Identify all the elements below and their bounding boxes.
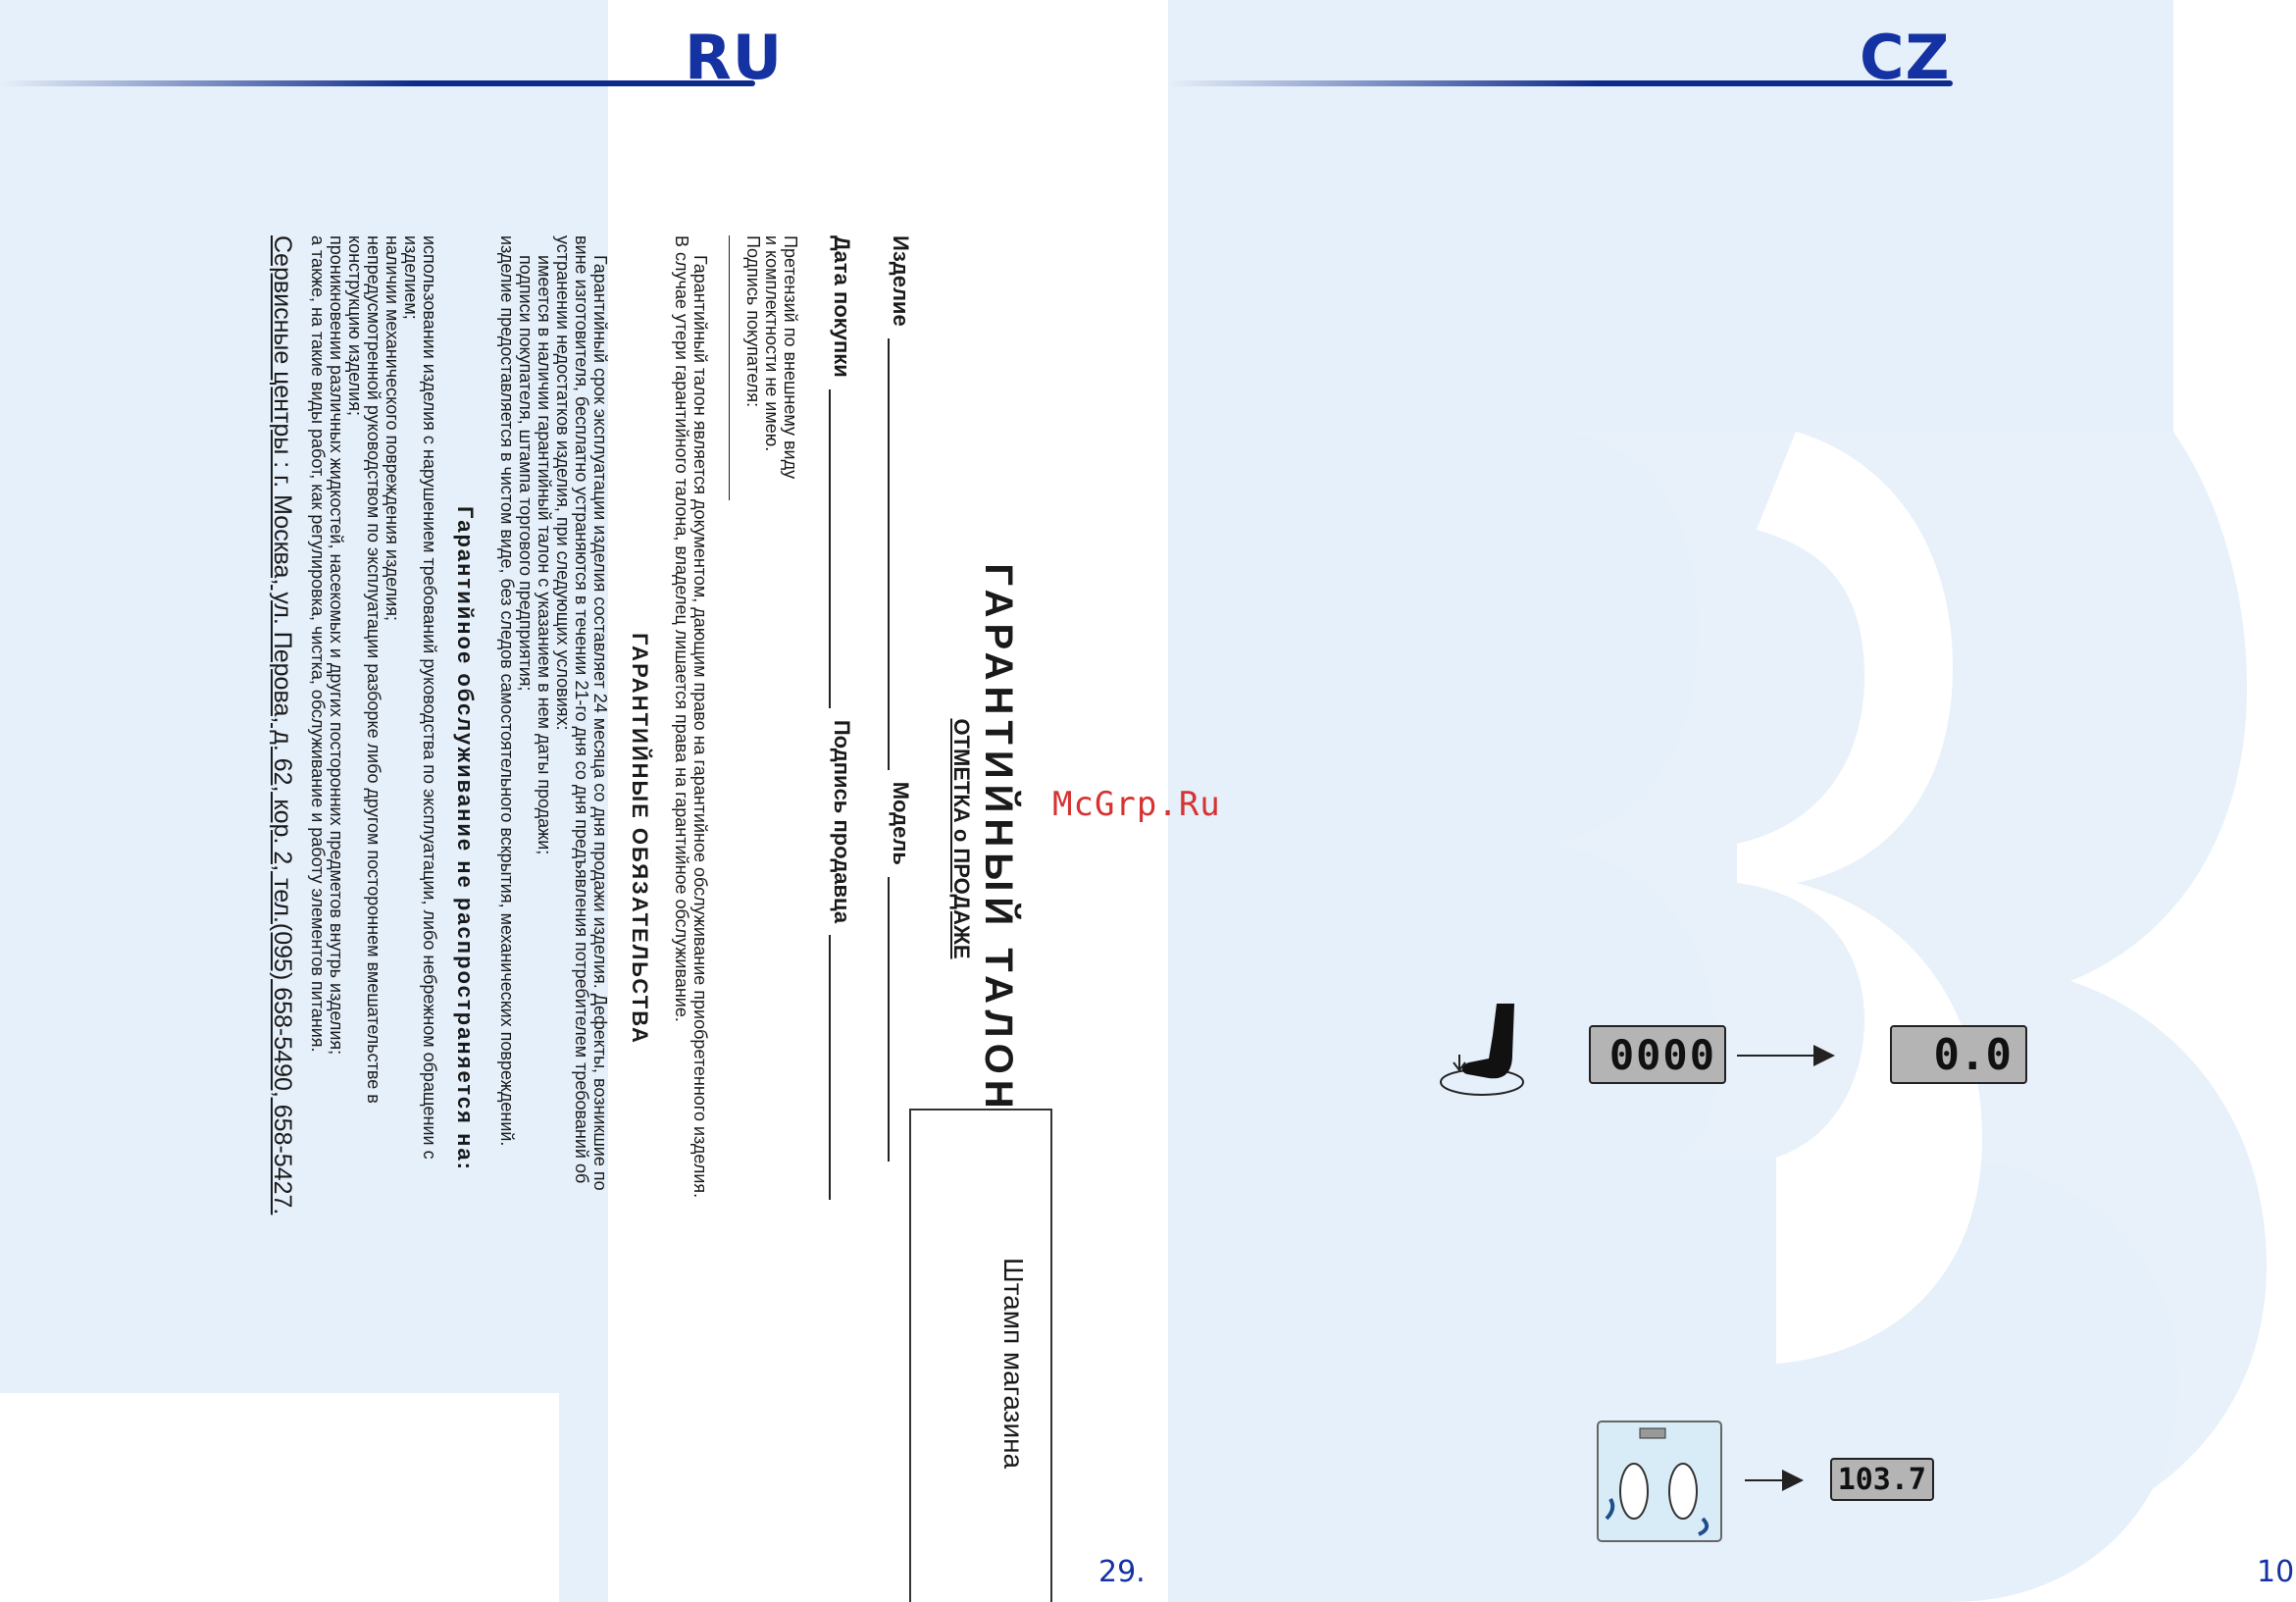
foot-tap-icon — [1440, 1004, 1524, 1096]
exclusions-heading: Гарантийное обслуживание не распространя… — [453, 506, 478, 1171]
arrow-head-icon-2 — [1782, 1470, 1804, 1491]
obligations-line-4: имеется в наличии гарантийный талон с ук… — [535, 255, 554, 855]
background-letter-b — [1168, 0, 2296, 1602]
buyer-signature-line — [729, 235, 736, 500]
field-row-date: Дата покупки Подпись продавца — [829, 235, 854, 1442]
background-letter-shape — [0, 0, 608, 1602]
field-purchase-date-line — [829, 388, 852, 708]
field-seller-signature-line — [829, 935, 852, 1201]
lcd-zero-value: 0.0 — [1933, 1029, 2012, 1080]
page-number: 10. — [2257, 1555, 2296, 1589]
lcd-initial-value: 0000 — [1608, 1030, 1716, 1079]
intro-line-2: В случае утери гарантийного талона, влад… — [672, 235, 691, 1022]
field-product-line — [888, 337, 911, 770]
lcd-display-weight: 103.7 — [1830, 1458, 1934, 1501]
language-label: RU — [685, 22, 784, 93]
arrow-right-icon — [1737, 1055, 1815, 1057]
site-watermark: McGrp.Ru — [1052, 785, 1221, 824]
service-centers: Сервисные центры : г. Москва, ул. Перова… — [269, 235, 296, 1215]
exclusions-line-2: изделием; — [401, 235, 421, 320]
lcd-display-zero: 0.0 — [1890, 1025, 2027, 1084]
right-page: CZ 10. 0000 0.0 103.7 — [1148, 0, 2296, 1602]
page-number: 29. — [1098, 1555, 1146, 1589]
warranty-card: ГАРАНТИЙНЫЙ ТАЛОН ОТМЕТКА о ПРОДАЖЕ Изде… — [268, 235, 1052, 1602]
field-model-label: Модель — [889, 781, 913, 865]
field-model-line — [888, 876, 911, 1162]
header-rule — [1168, 80, 1953, 86]
shop-stamp-box: Штамп магазина — [909, 1109, 1052, 1602]
claims-line-1: Претензий по внешнему виду — [781, 235, 800, 480]
header-rule — [0, 80, 755, 86]
obligations-line-3: устранении недостатков изделия, при след… — [553, 235, 573, 731]
obligations-line-6: изделие предоставляется в чистом виде, б… — [497, 235, 517, 1147]
shop-stamp-label: Штамп магазина — [998, 1258, 1029, 1470]
lcd-weight-value: 103.7 — [1837, 1462, 1926, 1497]
language-label: CZ — [1860, 22, 1951, 93]
arrow-head-icon — [1813, 1045, 1835, 1066]
exclusions-line-3: наличии механического повреждения издели… — [383, 235, 402, 622]
exclusions-line-6: проникновении различных жидкостей, насек… — [327, 235, 346, 1056]
field-purchase-date-label: Дата покупки — [830, 235, 854, 378]
claims-line-3: Подпись покупателя: — [743, 235, 763, 408]
obligations-line-2: вине изготовителя, бесплатно устраняются… — [572, 235, 591, 1184]
field-seller-signature-label: Подпись продавца — [830, 719, 854, 924]
exclusions-line-1: использовании изделия с нарушением требо… — [420, 235, 439, 1160]
exclusions-line-7: а также, на такие виды работ, как регули… — [308, 235, 328, 1053]
obligations-line-5: подписи покупателя, штампа торгового пре… — [516, 255, 536, 692]
exclusions-line-5: конструкцию изделия; — [345, 235, 365, 416]
field-product-label: Изделие — [889, 235, 913, 327]
arrow-right-icon-2 — [1745, 1479, 1784, 1481]
left-page: RU 29. ГАРАНТИЙНЫЙ ТАЛОН ОТМЕТКА о ПРОДА… — [0, 0, 1146, 1602]
lcd-display-initial: 0000 — [1589, 1025, 1726, 1084]
claims-line-2: и комплектности не имею. — [762, 235, 782, 452]
exclusions-line-4: непредусмотренной руководством по эксплу… — [364, 235, 383, 1104]
scale-footprints-icon — [1597, 1421, 1722, 1542]
intro-line-1: Гарантийный талон является документом, д… — [690, 255, 710, 1199]
buyer-claims-block: Претензий по внешнему виду и комплектнос… — [729, 235, 800, 1442]
obligations-line-1: Гарантийный срок эксплуатации изделия со… — [590, 255, 610, 1191]
obligations-heading: ГАРАНТИЙНЫЕ ОБЯЗАТЕЛЬСТВА — [628, 633, 652, 1045]
